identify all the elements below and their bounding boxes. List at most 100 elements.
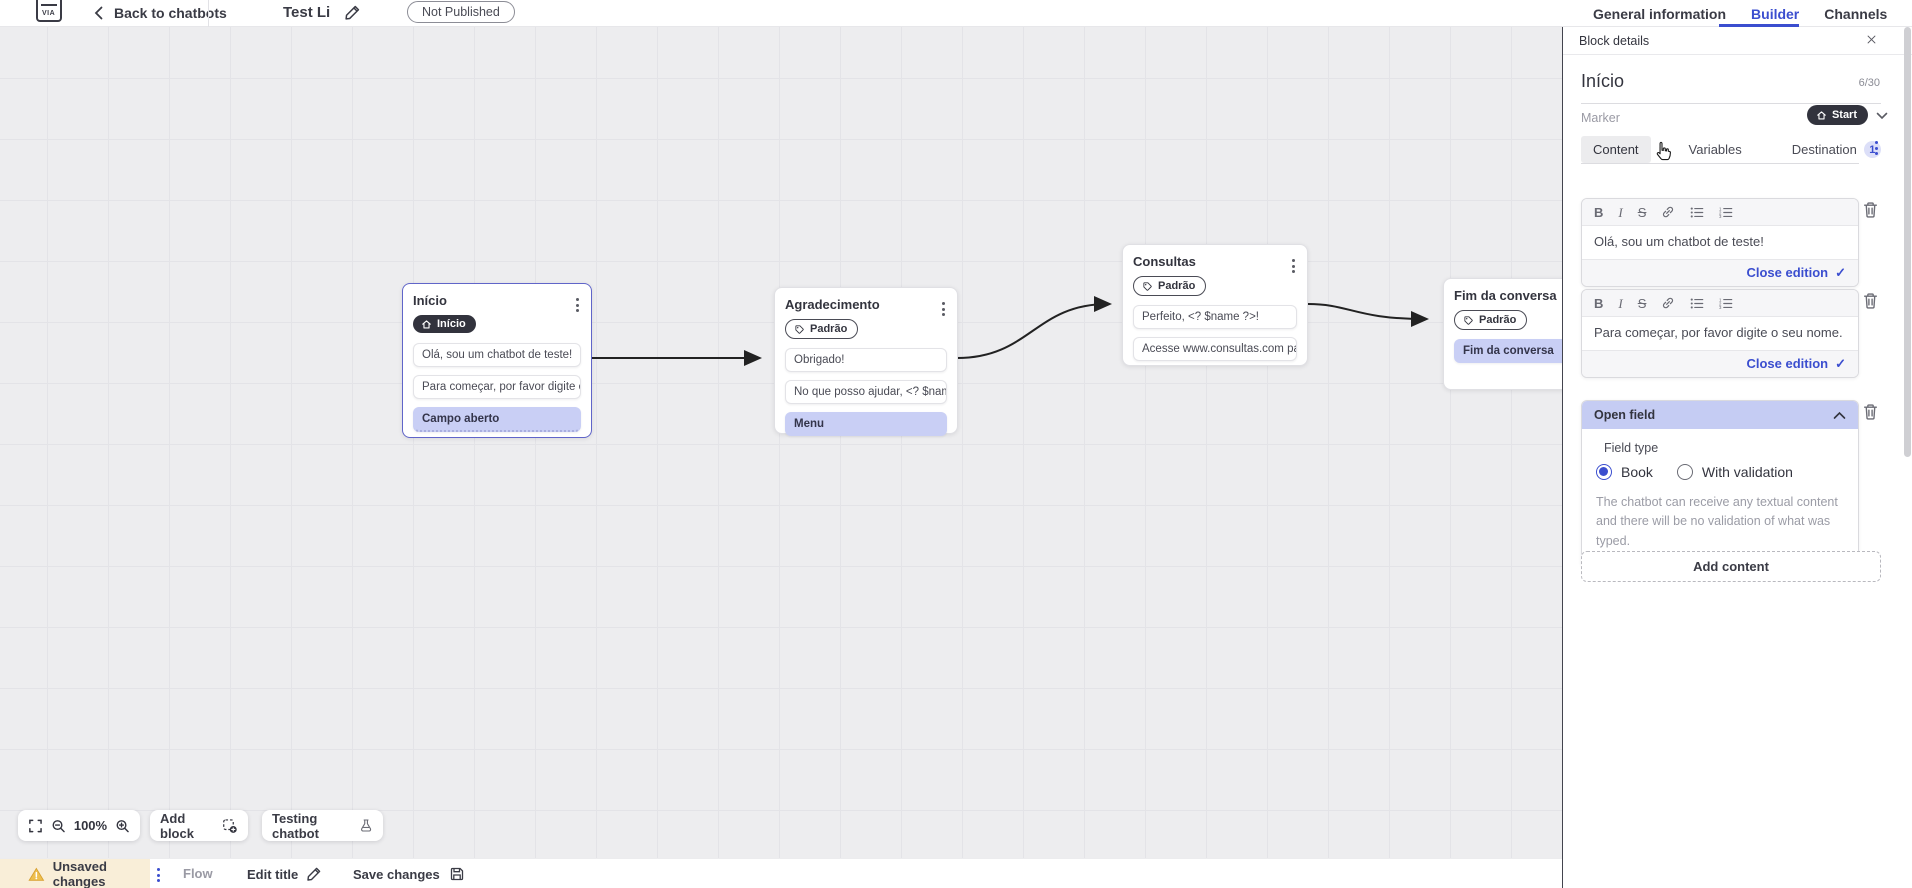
back-to-chatbots-link[interactable]: Back to chatbots xyxy=(114,5,227,21)
panel-header: Block details xyxy=(1563,27,1912,55)
block-card-message[interactable]: Perfeito, <? $name ?>! xyxy=(1133,304,1297,329)
start-marker-pill: Início xyxy=(413,315,476,333)
strikethrough-icon[interactable]: S xyxy=(1637,295,1647,311)
open-field-body: Field type Book With validation The chat… xyxy=(1582,429,1858,567)
italic-icon[interactable]: I xyxy=(1618,204,1623,220)
edit-title-pencil-icon[interactable] xyxy=(344,4,361,21)
zoom-level: 100% xyxy=(73,818,108,833)
radio-unselected-icon[interactable] xyxy=(1676,464,1693,480)
zoom-out-icon[interactable] xyxy=(51,818,66,834)
panel-tab-bar: Content Variables Destination 1 xyxy=(1581,135,1893,164)
bullet-list-icon[interactable] xyxy=(1690,297,1704,310)
delete-open-field-icon[interactable] xyxy=(1862,403,1879,421)
field-type-label: Field type xyxy=(1604,441,1659,455)
block-card-message[interactable]: Para começar, por favor digite o ... xyxy=(413,374,581,399)
message-text-input[interactable]: Olá, sou um chatbot de teste! xyxy=(1582,226,1858,259)
radio-with-validation[interactable]: With validation xyxy=(1676,464,1793,480)
bold-icon[interactable]: B xyxy=(1594,204,1604,220)
italic-icon[interactable]: I xyxy=(1618,295,1623,311)
tag-icon xyxy=(1143,281,1152,291)
block-card-message[interactable]: Obrigado! xyxy=(785,347,947,372)
unsaved-changes-status: Unsaved changes xyxy=(0,859,150,888)
chevron-left-icon[interactable] xyxy=(92,5,106,21)
strikethrough-icon[interactable]: S xyxy=(1637,204,1647,220)
close-icon[interactable] xyxy=(1864,32,1879,47)
bullet-list-icon[interactable] xyxy=(1690,206,1704,219)
svg-text:3: 3 xyxy=(1719,214,1722,219)
flow-view-label[interactable]: Flow xyxy=(183,866,213,881)
svg-text:2: 2 xyxy=(1719,301,1722,306)
block-card-message[interactable]: No que posso ajudar, <? $name ... xyxy=(785,379,947,404)
block-title: Fim da conversa xyxy=(1454,288,1557,303)
tab-general-information[interactable]: General information xyxy=(1593,5,1727,22)
link-icon[interactable] xyxy=(1661,296,1675,310)
svg-text:1: 1 xyxy=(1719,206,1722,211)
add-content-button[interactable]: Add content xyxy=(1581,551,1881,582)
tab-channels[interactable]: Channels xyxy=(1824,5,1888,22)
delete-message-icon[interactable] xyxy=(1862,201,1879,219)
open-field-section: Open field Field type Book With validati… xyxy=(1581,400,1859,569)
block-card-menu[interactable]: Menu xyxy=(785,411,947,436)
block-name-input[interactable]: Início xyxy=(1581,71,1625,91)
panel-menu-icon[interactable] xyxy=(1873,139,1880,157)
bold-icon[interactable]: B xyxy=(1594,295,1604,311)
flow-canvas[interactable]: Início Início Olá, sou um chatbot de tes… xyxy=(0,27,1593,885)
marker-select[interactable]: Start xyxy=(1806,105,1868,125)
block-card-message[interactable]: Acesse www.consultas.com par... xyxy=(1133,336,1297,361)
link-icon[interactable] xyxy=(1661,205,1675,219)
tab-content[interactable]: Content xyxy=(1581,136,1651,163)
field-type-options: Book With validation xyxy=(1596,464,1844,480)
connector-arrows xyxy=(592,296,1429,366)
message-text-input[interactable]: Para começar, por favor digite o seu nom… xyxy=(1582,317,1858,350)
block-menu-icon[interactable] xyxy=(940,300,947,318)
save-changes-button[interactable]: Save changes xyxy=(353,866,465,882)
block-card-end[interactable]: Fim da conversa xyxy=(1454,338,1582,363)
tab-destination[interactable]: Destination 1 xyxy=(1780,135,1893,164)
radio-selected-icon[interactable] xyxy=(1596,464,1612,480)
close-edition-button[interactable]: Close edition xyxy=(1746,265,1829,281)
pencil-icon xyxy=(307,867,321,881)
flow-block-inicio[interactable]: Início Início Olá, sou um chatbot de tes… xyxy=(402,283,592,438)
chevron-down-icon[interactable] xyxy=(1876,111,1888,121)
default-marker-pill: Padrão xyxy=(1454,310,1528,330)
block-menu-icon[interactable] xyxy=(1290,257,1297,275)
radio-book[interactable]: Book xyxy=(1596,464,1653,480)
close-edition-button[interactable]: Close edition xyxy=(1746,356,1829,372)
panel-title: Block details xyxy=(1579,34,1650,48)
block-title: Agradecimento xyxy=(785,297,880,312)
edit-title-button[interactable]: Edit title xyxy=(247,866,322,882)
block-card-open-field[interactable]: Campo aberto xyxy=(413,406,581,432)
field-type-helper-text: The chatbot can receive any textual cont… xyxy=(1596,495,1838,548)
char-counter: 6/30 xyxy=(1858,77,1880,89)
open-field-header[interactable]: Open field xyxy=(1582,401,1858,429)
editor-footer: Close edition ✓ xyxy=(1582,258,1858,286)
top-tab-bar: General information Builder Channels xyxy=(1593,0,1887,27)
panel-scrollbar[interactable] xyxy=(1904,27,1911,457)
add-block-label: Add block xyxy=(160,810,194,841)
block-card-message[interactable]: Olá, sou um chatbot de teste! xyxy=(413,342,581,367)
flask-icon xyxy=(360,819,371,832)
block-title: Consultas xyxy=(1133,254,1196,269)
tab-builder[interactable]: Builder xyxy=(1751,5,1800,22)
numbered-list-icon[interactable]: 123 xyxy=(1719,297,1733,310)
testing-chatbot-button[interactable]: Testing chatbot xyxy=(262,810,383,841)
svg-text:3: 3 xyxy=(1719,305,1722,310)
bottom-bar-menu-icon[interactable] xyxy=(155,866,162,884)
fullscreen-icon[interactable] xyxy=(28,818,43,834)
home-icon xyxy=(422,319,431,328)
top-bar: VIA Back to chatbots Test Li Not Publish… xyxy=(0,0,1912,27)
bottom-bar: Unsaved changes Flow Edit title Save cha… xyxy=(0,858,1562,888)
add-block-button[interactable]: Add block xyxy=(150,810,248,841)
input-underline xyxy=(1581,103,1881,104)
tab-variables[interactable]: Variables xyxy=(1688,142,1742,157)
flow-block-agradecimento[interactable]: Agradecimento Padrão Obrigado! No que po… xyxy=(774,287,958,436)
numbered-list-icon[interactable]: 123 xyxy=(1719,206,1733,219)
default-marker-pill: Padrão xyxy=(785,319,859,339)
warning-icon xyxy=(28,867,45,881)
block-menu-icon[interactable] xyxy=(574,296,581,314)
delete-message-icon[interactable] xyxy=(1862,292,1879,310)
zoom-in-icon[interactable] xyxy=(115,818,130,834)
flow-block-consultas[interactable]: Consultas Padrão Perfeito, <? $name ?>! … xyxy=(1122,244,1308,366)
tabs-underline xyxy=(1581,163,1859,164)
save-icon xyxy=(450,867,463,881)
